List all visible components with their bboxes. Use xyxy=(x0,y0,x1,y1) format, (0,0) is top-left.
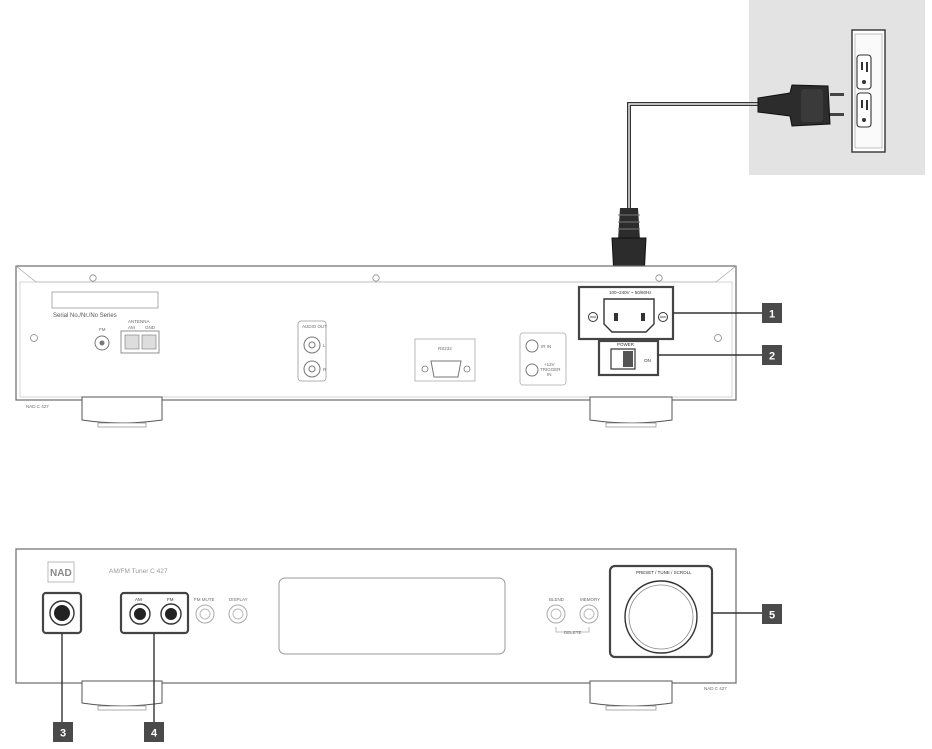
nad-logo: NAD xyxy=(50,568,72,579)
svg-text:5: 5 xyxy=(769,610,775,622)
power-label: POWER xyxy=(617,342,635,347)
blend-label: BLEND xyxy=(549,597,565,602)
callout-5: 5 xyxy=(762,604,782,624)
delete-label: DELETE xyxy=(564,630,582,635)
ir-in-label: IR IN xyxy=(541,344,551,349)
trigger-label-3: IN xyxy=(547,372,552,377)
svg-text:4: 4 xyxy=(151,728,158,740)
svg-text:2: 2 xyxy=(769,351,775,363)
audio-out-label: AUDIO OUT xyxy=(302,324,327,329)
svg-text:1: 1 xyxy=(769,309,775,321)
ac-rating-label: 100~240V ~ 50/60Hz xyxy=(609,290,652,295)
rear-panel xyxy=(15,265,737,428)
gnd-label: GND xyxy=(145,325,156,330)
callout-3: 3 xyxy=(53,722,73,742)
svg-text:3: 3 xyxy=(60,728,66,740)
serial-label: Serial No./Nr./No Series xyxy=(53,313,117,319)
callout-4: 4 xyxy=(144,722,164,742)
callout-1: 1 xyxy=(762,303,782,323)
rs232-label: RS232 xyxy=(438,346,452,351)
display-button-label: DISPLAY xyxy=(229,597,248,602)
power-cord xyxy=(611,84,844,277)
memory-label: MEMORY xyxy=(580,597,600,602)
model-title: AM/FM Tuner C 427 xyxy=(109,568,168,575)
front-panel xyxy=(15,548,737,711)
knob-label: PRESET / TUNE / SCROLL xyxy=(636,570,692,575)
am-button-label: AM xyxy=(135,597,142,602)
wall-outlet xyxy=(851,29,886,153)
am-antenna-label: AM xyxy=(128,325,135,330)
fm-button-label: FM xyxy=(167,597,174,602)
wall-background xyxy=(749,0,925,175)
audio-r-label: R xyxy=(323,367,327,372)
fm-antenna-label: FM xyxy=(99,327,106,332)
front-model-small: NAD C 427 xyxy=(704,686,727,691)
trigger-label-1: +12V xyxy=(544,362,555,367)
antenna-label: ANTENNA xyxy=(128,319,150,324)
trigger-label-2: TRIGGER xyxy=(540,367,561,372)
fm-mute-label: FM MUTE xyxy=(194,597,215,602)
audio-l-label: L xyxy=(323,343,326,348)
callout-2: 2 xyxy=(762,345,782,365)
rear-model-small: NAD C 427 xyxy=(26,404,49,409)
power-on-label: ON xyxy=(644,358,651,363)
